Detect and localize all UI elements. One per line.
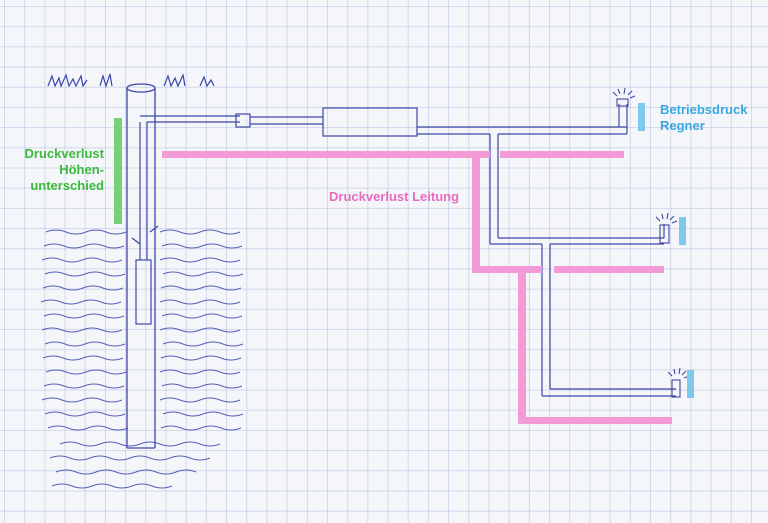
label-regner-line2: Regner <box>660 118 705 133</box>
sprinkler-1 <box>612 87 636 107</box>
hoehe-marker <box>114 118 122 224</box>
label-regner-line1: Betriebsdruck <box>660 102 748 117</box>
grass-surface <box>47 73 215 88</box>
main-pipe <box>235 104 676 397</box>
regner-markers <box>638 103 694 398</box>
pipe-coupling <box>235 113 251 128</box>
sprinkler-3 <box>667 367 690 398</box>
label-druckverlust-leitung: Druckverlust Leitung <box>329 189 460 204</box>
label-betriebsdruck-regner: Betriebsdruck Regner <box>660 102 747 134</box>
sprinkler-2 <box>655 212 678 244</box>
label-hoehe-line1: Druckverlust <box>24 146 104 161</box>
groundwater-waves <box>40 229 244 489</box>
label-hoehenunterschied: Druckverlust Höhen- unterschied <box>8 146 104 194</box>
pressure-vessel <box>322 107 418 137</box>
submersible-pump <box>135 259 152 325</box>
well-shaft <box>126 83 159 449</box>
label-hoehe-line3: unterschied <box>30 178 104 193</box>
riser-pipe <box>135 115 240 325</box>
label-hoehe-line2: Höhen- <box>59 162 104 177</box>
leitung-markers <box>162 151 672 424</box>
